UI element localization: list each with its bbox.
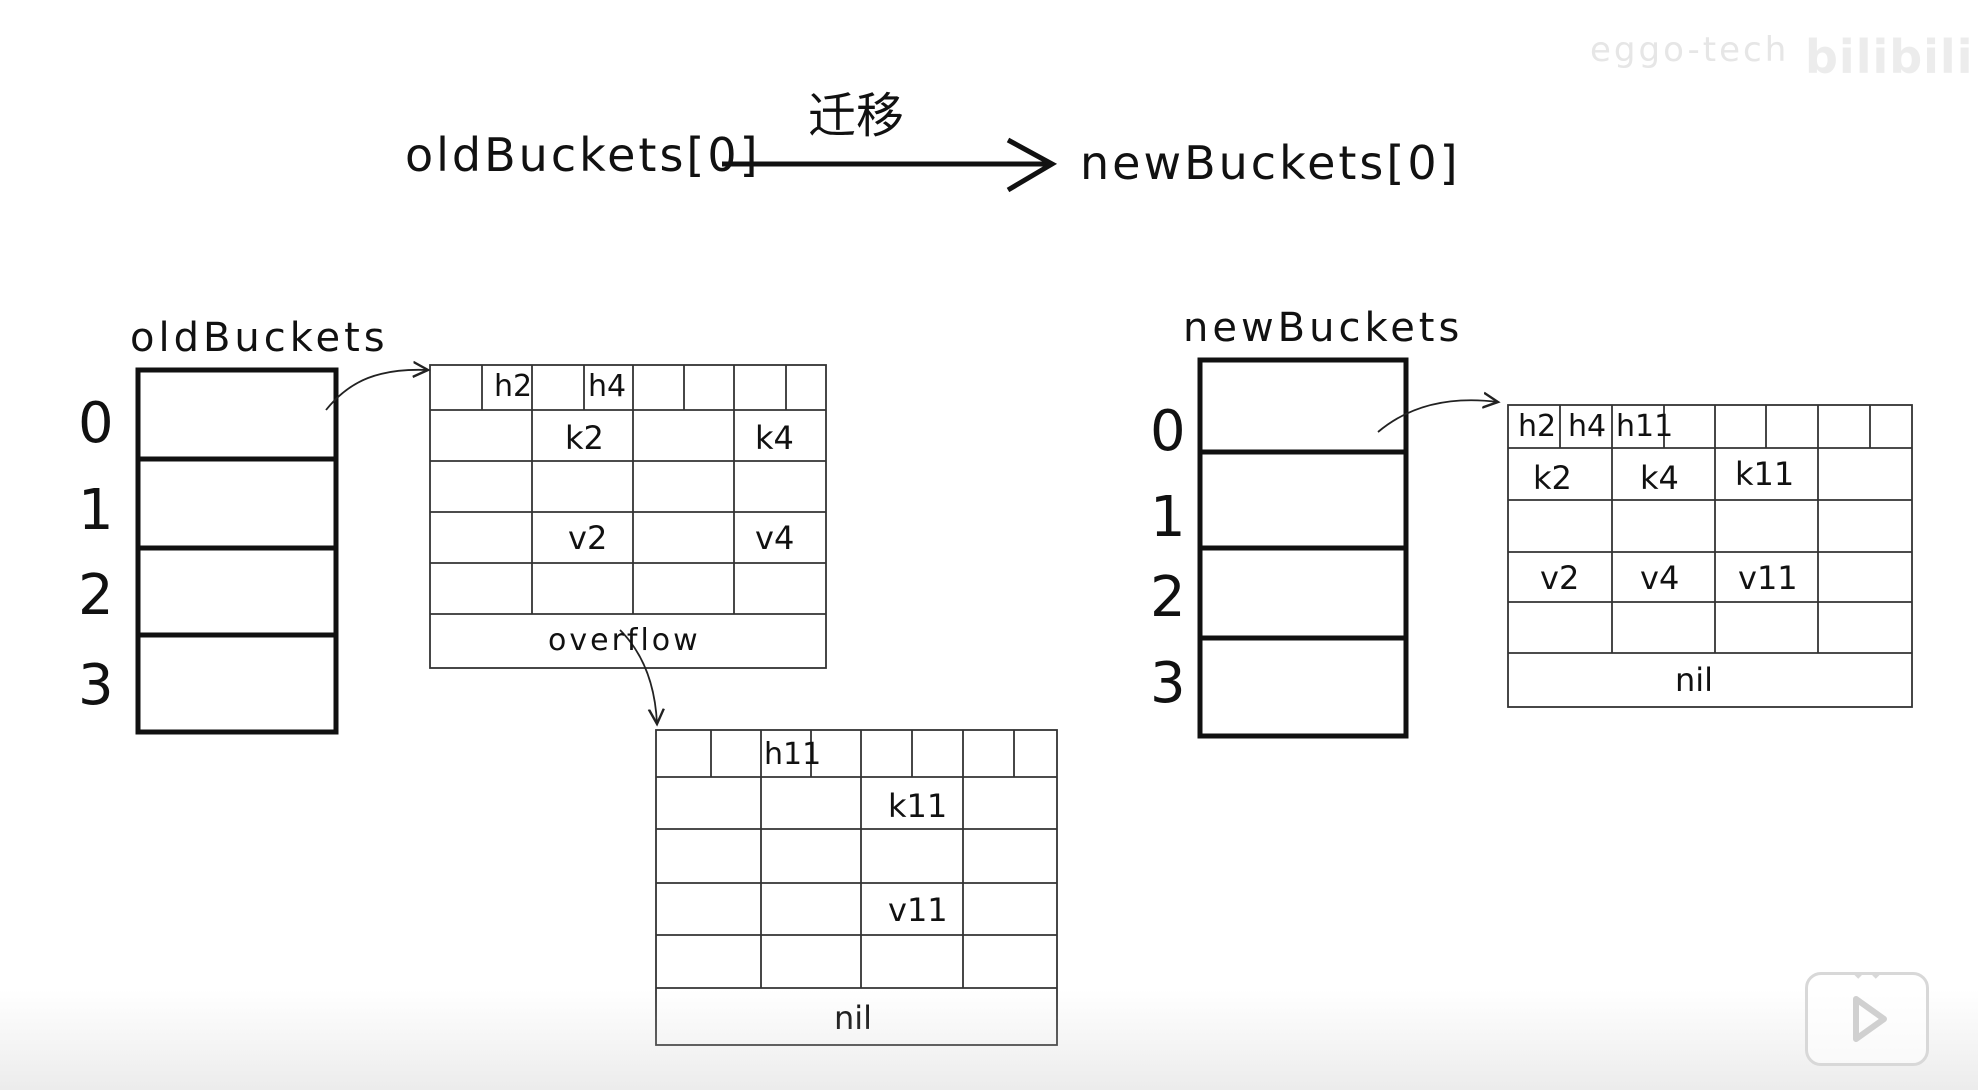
old-key-k4: k4 (755, 419, 794, 457)
migrate-arrow (722, 137, 1058, 193)
overflow-value-v11: v11 (888, 891, 948, 929)
old-index-1: 1 (78, 478, 114, 543)
overflow-bmap-grid (655, 729, 1058, 1046)
overflow-tophash-h11: h11 (764, 737, 822, 772)
new-key-k2: k2 (1533, 459, 1572, 497)
play-button[interactable] (1805, 963, 1929, 1066)
player-bottom-shade (0, 990, 1978, 1090)
bilibili-logo: bilibili (1805, 30, 1974, 84)
migrate-label: 迁移 (808, 88, 905, 144)
channel-watermark: eggo-tech (1590, 30, 1790, 70)
old-bmap-grid (429, 364, 827, 669)
new-bmap-grid (1507, 404, 1913, 708)
new-value-v4: v4 (1640, 559, 1680, 597)
old-overflow-pointer: overflow (548, 623, 701, 658)
new-index-3: 3 (1150, 651, 1186, 716)
old-index-2: 2 (78, 563, 114, 628)
new-buckets-label: newBuckets (1183, 305, 1464, 351)
overflow-nil: nil (834, 1002, 872, 1034)
new-value-v11: v11 (1738, 559, 1798, 597)
overflow-key-k11: k11 (888, 787, 948, 825)
new-index-2: 2 (1150, 565, 1186, 630)
old-key-k2: k2 (565, 419, 604, 457)
new-index-1: 1 (1150, 485, 1186, 550)
new-value-v2: v2 (1540, 559, 1580, 597)
new-key-k4: k4 (1640, 459, 1679, 497)
new-tophash-h11: h11 (1616, 409, 1674, 444)
old-index-3: 3 (78, 653, 114, 718)
old-bucket0-link (325, 370, 428, 411)
new-index-0: 0 (1150, 399, 1186, 464)
old-value-v2: v2 (568, 519, 608, 557)
target-label: newBuckets[0] (1080, 136, 1461, 190)
source-label: oldBuckets[0] (405, 128, 761, 182)
new-nil: nil (1675, 661, 1714, 699)
new-key-k11: k11 (1735, 455, 1795, 493)
overflow-link (619, 629, 657, 724)
new-tophash-h2: h2 (1518, 409, 1557, 444)
old-buckets-label: oldBuckets (130, 315, 389, 361)
new-buckets-array (1197, 357, 1409, 739)
old-tophash-h4: h4 (588, 369, 627, 404)
old-value-v4: v4 (755, 519, 795, 557)
new-bucket0-link (1377, 400, 1498, 433)
old-index-0: 0 (78, 391, 114, 456)
play-icon (1846, 963, 1888, 1042)
new-tophash-h4: h4 (1568, 409, 1607, 444)
old-buckets-array (135, 367, 339, 735)
old-tophash-h2: h2 (494, 369, 533, 404)
